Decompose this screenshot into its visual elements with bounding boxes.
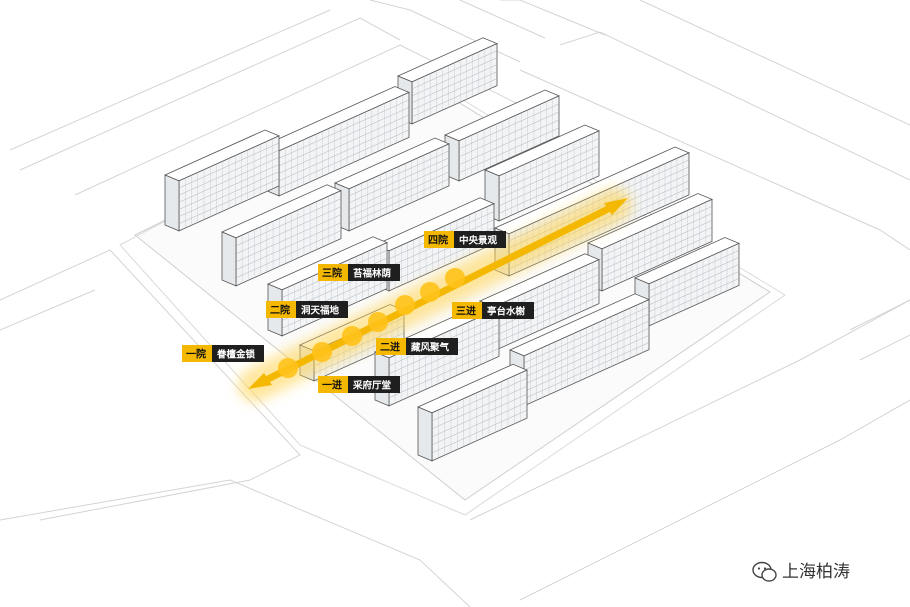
label-text-bg xyxy=(212,345,264,362)
building xyxy=(163,129,281,232)
label-number-bg xyxy=(182,345,212,362)
label-text: 苔福林荫 xyxy=(353,268,392,280)
axis-node xyxy=(395,295,415,315)
axis-node xyxy=(445,268,465,288)
label-number: 二院 xyxy=(270,304,290,317)
label-number: 三院 xyxy=(322,267,342,280)
label-number-bg xyxy=(376,338,406,355)
watermark: 上海柏涛 xyxy=(752,561,850,582)
label-number: 二进 xyxy=(380,341,400,354)
label-text-bg xyxy=(348,376,400,393)
label-text: 亭台水榭 xyxy=(487,306,526,318)
axis-label: 一院眷檀金锁 xyxy=(182,345,264,362)
label-group: 一院眷檀金锁 二院洞天福地 三院苔福林荫 四院中央景观一进采府厅堂 二进藏风聚气 三进亭台… xyxy=(182,231,534,393)
label-text: 藏风聚气 xyxy=(411,342,450,354)
axis-label: 一进采府厅堂 xyxy=(318,376,400,393)
axis-label: 三院苔福林荫 xyxy=(318,264,400,281)
wechat-icon xyxy=(752,561,777,582)
axis-node xyxy=(312,342,332,362)
axis-label: 三进亭台水榭 xyxy=(452,302,534,319)
building xyxy=(220,184,343,287)
axis-label: 四院中央景观 xyxy=(424,231,506,248)
label-number-bg xyxy=(266,301,296,318)
label-number-bg xyxy=(318,264,348,281)
label-text-bg xyxy=(406,338,458,355)
axis-label: 二进藏风聚气 xyxy=(376,338,458,355)
label-text-bg xyxy=(348,264,400,281)
label-number-bg xyxy=(318,376,348,393)
watermark-text: 上海柏涛 xyxy=(782,562,850,582)
central-axis xyxy=(238,188,632,402)
label-text: 眷檀金锁 xyxy=(216,349,256,361)
label-number: 四院 xyxy=(428,234,448,247)
axis-label: 二院洞天福地 xyxy=(266,301,348,318)
building xyxy=(416,363,529,462)
label-number: 三进 xyxy=(456,305,476,318)
axis-node xyxy=(342,326,362,346)
arrow-head-right-icon xyxy=(604,198,628,215)
axis-node xyxy=(420,282,440,302)
label-number-bg xyxy=(452,302,482,319)
axis-node xyxy=(368,312,388,332)
label-text: 中央景观 xyxy=(459,235,498,247)
axis-node xyxy=(278,358,298,378)
label-text-bg xyxy=(296,301,348,318)
label-text-bg xyxy=(454,231,506,248)
building xyxy=(396,37,499,125)
arrow-head-left-icon xyxy=(248,373,272,389)
label-number-bg xyxy=(424,231,454,248)
label-text: 采府厅堂 xyxy=(352,380,392,392)
label-number: 一院 xyxy=(186,348,206,361)
label-text: 洞天福地 xyxy=(300,305,340,317)
label-number: 一进 xyxy=(322,379,342,392)
axis-nodes xyxy=(278,268,465,378)
label-text-bg xyxy=(482,302,534,319)
